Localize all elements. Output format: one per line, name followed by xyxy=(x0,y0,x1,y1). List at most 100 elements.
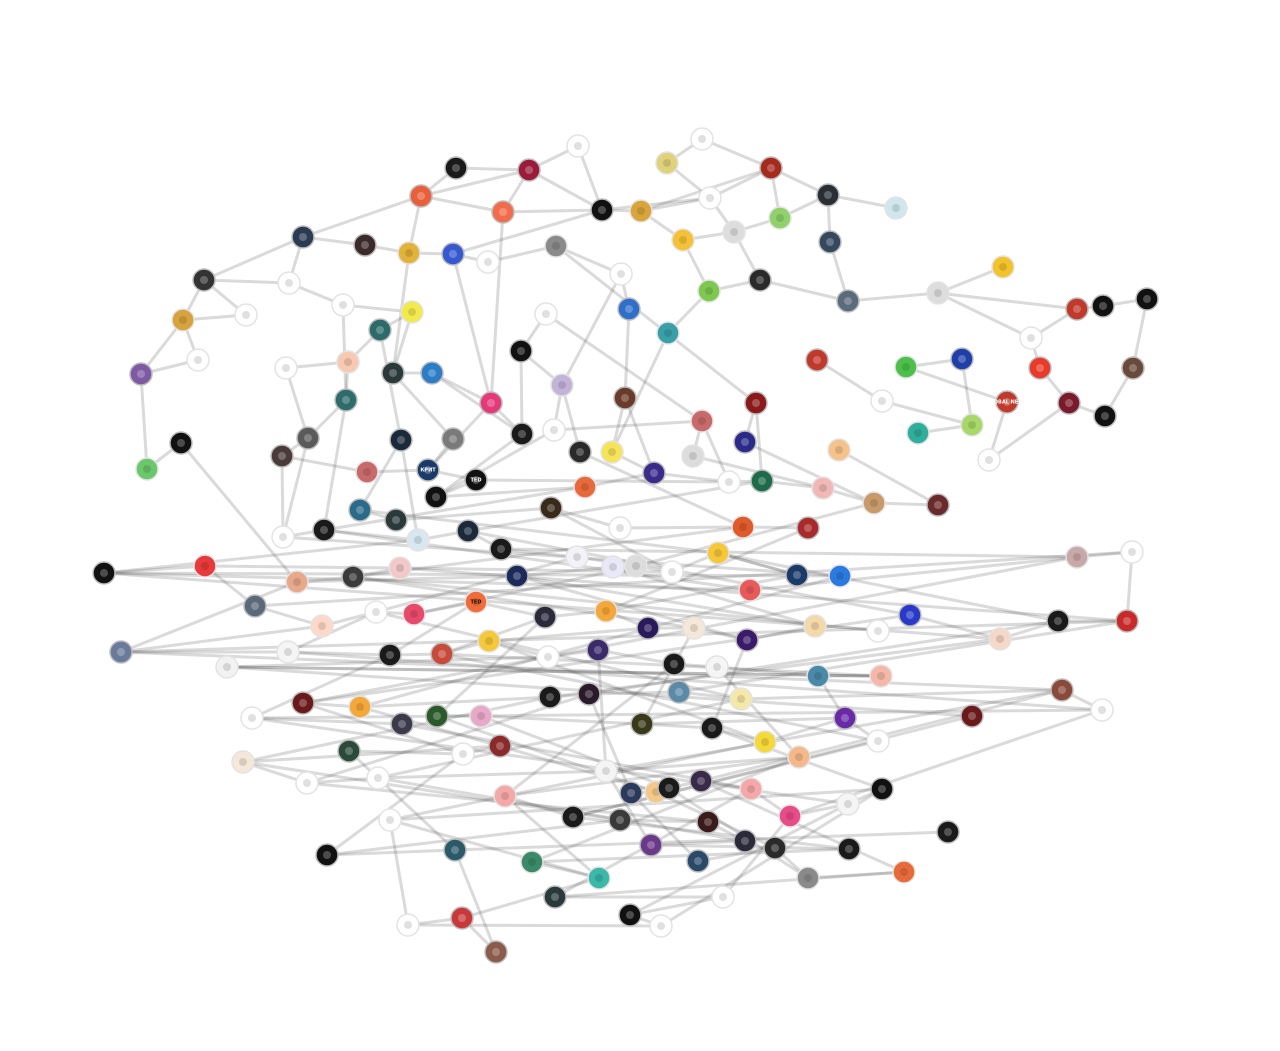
podcast-node[interactable] xyxy=(1019,326,1043,350)
podcast-node[interactable] xyxy=(488,734,512,758)
podcast-node[interactable] xyxy=(690,409,714,433)
podcast-node[interactable]: TED xyxy=(464,590,488,614)
podcast-node[interactable] xyxy=(870,389,894,413)
podcast-node[interactable] xyxy=(686,849,710,873)
podcast-node[interactable] xyxy=(811,476,835,500)
podcast-node[interactable] xyxy=(491,200,515,224)
podcast-node[interactable] xyxy=(950,347,974,371)
podcast-node[interactable] xyxy=(778,804,802,828)
podcast-node[interactable] xyxy=(836,792,860,816)
podcast-node[interactable] xyxy=(696,810,720,834)
podcast-node[interactable] xyxy=(291,225,315,249)
podcast-node[interactable]: GLOBAL NEWS xyxy=(987,390,1028,414)
podcast-node[interactable] xyxy=(836,289,860,313)
podcast-node[interactable] xyxy=(92,561,116,585)
podcast-node[interactable] xyxy=(739,777,763,801)
podcast-node[interactable] xyxy=(731,515,755,539)
podcast-node[interactable] xyxy=(334,388,358,412)
podcast-node[interactable] xyxy=(1090,698,1114,722)
podcast-node[interactable] xyxy=(768,206,792,230)
podcast-node[interactable] xyxy=(700,716,724,740)
podcast-node[interactable] xyxy=(662,652,686,676)
podcast-node[interactable] xyxy=(444,156,468,180)
podcast-node[interactable] xyxy=(274,356,298,380)
podcast-node[interactable] xyxy=(750,469,774,493)
podcast-node[interactable] xyxy=(331,293,355,317)
podcast-node[interactable] xyxy=(1135,287,1159,311)
podcast-node[interactable] xyxy=(296,426,320,450)
podcast-node[interactable] xyxy=(493,784,517,808)
podcast-node[interactable] xyxy=(1065,545,1089,569)
podcast-node[interactable] xyxy=(441,427,465,451)
podcast-node[interactable] xyxy=(443,838,467,862)
podcast-node[interactable] xyxy=(689,769,713,793)
podcast-node[interactable] xyxy=(441,242,465,266)
podcast-node[interactable] xyxy=(960,704,984,728)
podcast-node[interactable] xyxy=(336,350,360,374)
podcast-node[interactable] xyxy=(833,706,857,730)
podcast-node[interactable] xyxy=(109,640,133,664)
podcast-node[interactable]: КРИТ xyxy=(416,458,440,482)
podcast-node[interactable] xyxy=(803,614,827,638)
podcast-node[interactable] xyxy=(1046,609,1070,633)
podcast-node[interactable] xyxy=(1050,678,1074,702)
podcast-node[interactable] xyxy=(476,250,500,274)
podcast-node[interactable] xyxy=(1057,391,1081,415)
podcast-node[interactable] xyxy=(536,645,560,669)
podcast-node[interactable] xyxy=(450,906,474,930)
podcast-node[interactable] xyxy=(894,355,918,379)
podcast-node[interactable] xyxy=(577,682,601,706)
podcast-node[interactable] xyxy=(271,525,295,549)
podcast-node[interactable] xyxy=(936,820,960,844)
podcast-node[interactable] xyxy=(186,348,210,372)
podcast-node[interactable] xyxy=(870,777,894,801)
podcast-node[interactable] xyxy=(738,578,762,602)
podcast-node[interactable] xyxy=(682,616,706,640)
podcast-node[interactable] xyxy=(1120,540,1144,564)
podcast-node[interactable] xyxy=(517,158,541,182)
podcast-node[interactable] xyxy=(618,903,642,927)
podcast-node[interactable] xyxy=(355,460,379,484)
podcast-node[interactable] xyxy=(657,776,681,800)
podcast-node[interactable] xyxy=(636,616,660,640)
podcast-node[interactable] xyxy=(733,829,757,853)
podcast-node[interactable] xyxy=(827,438,851,462)
podcast-node[interactable] xyxy=(192,268,216,292)
podcast-node[interactable] xyxy=(566,134,590,158)
podcast-node[interactable] xyxy=(388,556,412,580)
podcast-node[interactable] xyxy=(869,664,893,688)
podcast-node[interactable] xyxy=(561,805,585,829)
podcast-node[interactable] xyxy=(906,421,930,445)
podcast-node[interactable] xyxy=(837,837,861,861)
podcast-node[interactable] xyxy=(353,233,377,257)
podcast-node[interactable] xyxy=(337,739,361,763)
podcast-node[interactable] xyxy=(568,440,592,464)
podcast-node[interactable] xyxy=(384,508,408,532)
podcast-node[interactable] xyxy=(862,491,886,515)
podcast-node[interactable] xyxy=(828,564,852,588)
podcast-node[interactable] xyxy=(733,430,757,454)
podcast-node[interactable] xyxy=(1065,297,1089,321)
podcast-node[interactable] xyxy=(926,493,950,517)
podcast-node[interactable] xyxy=(763,836,787,860)
podcast-node[interactable] xyxy=(295,771,319,795)
podcast-node[interactable] xyxy=(671,228,695,252)
podcast-node[interactable] xyxy=(341,565,365,589)
podcast-node[interactable] xyxy=(698,186,722,210)
podcast-node[interactable] xyxy=(706,541,730,565)
podcast-node[interactable] xyxy=(533,605,557,629)
podcast-node[interactable] xyxy=(619,781,643,805)
podcast-node[interactable] xyxy=(705,655,729,679)
podcast-node[interactable] xyxy=(348,498,372,522)
podcast-node[interactable] xyxy=(135,457,159,481)
podcast-node[interactable] xyxy=(753,730,777,754)
podcast-node[interactable] xyxy=(400,300,424,324)
podcast-node[interactable] xyxy=(805,348,829,372)
podcast-node[interactable] xyxy=(926,281,950,305)
podcast-node[interactable] xyxy=(430,642,454,666)
podcast-node[interactable] xyxy=(425,704,449,728)
podcast-node[interactable] xyxy=(608,516,632,540)
podcast-node[interactable] xyxy=(816,183,840,207)
podcast-node[interactable] xyxy=(806,664,830,688)
podcast-node[interactable] xyxy=(291,691,315,715)
